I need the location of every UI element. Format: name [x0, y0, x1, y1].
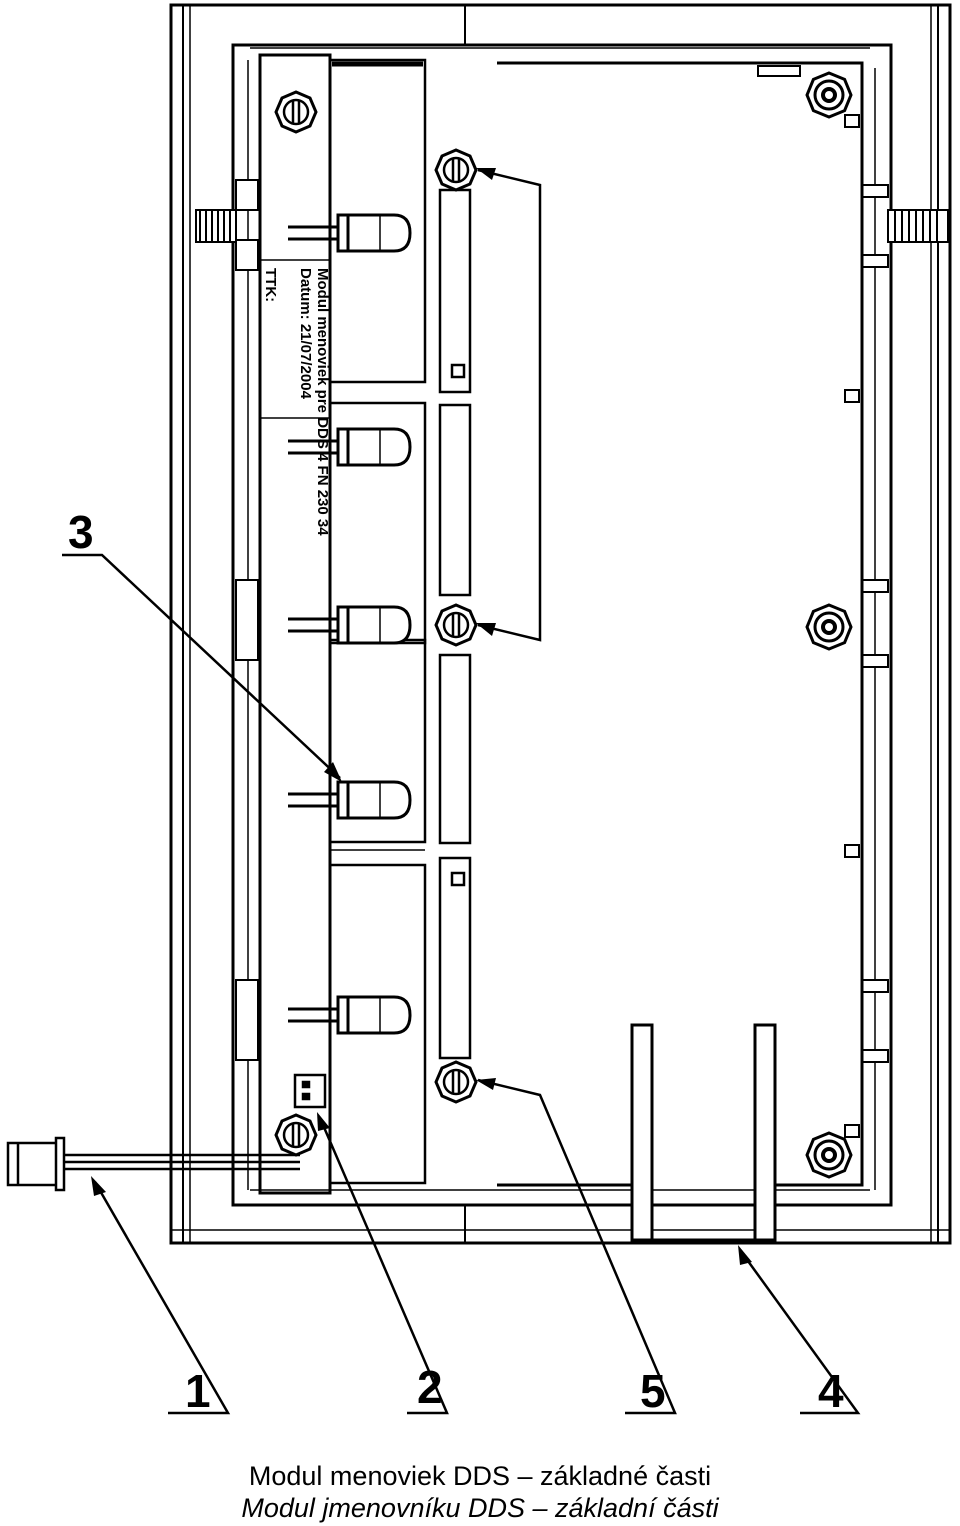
callout-3: 3 — [68, 506, 94, 558]
callout-1: 1 — [185, 1365, 211, 1417]
left-clips — [195, 179, 259, 1061]
right-clips — [844, 114, 949, 1138]
callout-5: 5 — [640, 1365, 666, 1417]
callout-arrowheads — [91, 168, 752, 1265]
pcb-label-ttk: TTK: — [262, 268, 279, 302]
callout-2: 2 — [417, 1361, 443, 1413]
caption-czech: Modul jmenovníku DDS – základní části — [241, 1493, 719, 1523]
display-panel — [497, 61, 864, 1187]
bottom-slot — [630, 1023, 777, 1242]
callout-leaders — [62, 168, 861, 1415]
light-guides — [438, 188, 472, 1060]
callout-4: 4 — [818, 1365, 844, 1417]
pcb-label-line2: Datum: 21/07/2004 — [297, 268, 314, 400]
panel-nuts — [805, 71, 853, 1179]
pcb-label-line1: Modul menoviek pre DDS 4 FN 230 34 — [314, 268, 331, 536]
pcb-screws — [274, 90, 318, 1157]
pcb-label: Modul menoviek pre DDS 4 FN 230 34 Datum… — [262, 268, 331, 536]
cable-plug — [6, 1136, 300, 1192]
connector-socket — [293, 1073, 327, 1109]
caption-slovak: Modul menoviek DDS – základné časti — [248, 1461, 712, 1491]
module-technical-drawing: Modul menoviek pre DDS 4 FN 230 34 Datum… — [6, 3, 952, 1417]
